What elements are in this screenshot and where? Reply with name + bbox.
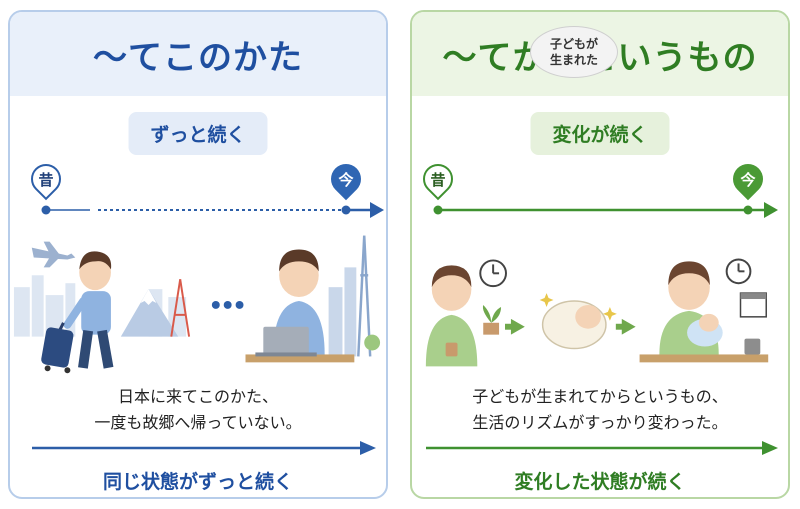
left-bottom-arrow (32, 441, 376, 455)
newborn-baby-figure (541, 300, 607, 350)
left-timeline (41, 202, 384, 218)
calendar-icon (739, 292, 767, 318)
baby-born-bubble: 子どもが 生まれた (530, 26, 618, 78)
right-footer: 変化した状態が続く (514, 471, 686, 493)
right-bottom-arrow (426, 441, 778, 455)
right-panel: 〜てからというもの 変化が続く 昔 今 (410, 10, 790, 499)
traveler-figure (63, 251, 114, 369)
now-pin: 今 (324, 157, 368, 201)
left-sentence-line2: 一度も故郷へ帰っていない。 (94, 413, 302, 432)
left-footer: 同じ状態がずっと続く (102, 471, 293, 493)
right-timeline (433, 202, 778, 218)
past-pin: 昔 (416, 157, 460, 201)
airplane-icon (31, 241, 76, 268)
right-badge: 変化が続く (530, 112, 670, 155)
left-panel-title: 〜てこのかた (10, 12, 386, 96)
now-pin: 今 (726, 157, 770, 201)
woman-before-figure (425, 265, 478, 367)
clock-icon (479, 259, 507, 288)
right-scene-illustration (425, 258, 769, 367)
suitcase-icon (41, 322, 74, 374)
right-example-sentence: 子どもが生まれてからというもの、 生活のリズムがすっかり変わった。 (412, 384, 788, 436)
left-sentence-line1: 日本に来てこのかた、 (117, 387, 278, 406)
past-pin: 昔 (24, 157, 68, 201)
left-panel: 〜てこのかた ずっと続く 昔 今 (8, 10, 388, 499)
clock-icon (725, 258, 752, 285)
left-example-sentence: 日本に来てこのかた、 一度も故郷へ帰っていない。 (10, 384, 386, 436)
left-badge: ずっと続く (128, 112, 268, 155)
mug-icon (744, 338, 761, 355)
right-sentence-line2: 生活のリズムがすっかり変わった。 (472, 413, 728, 432)
right-sentence-line1: 子どもが生まれてからというもの、 (472, 387, 728, 406)
left-scene-illustration (13, 235, 381, 374)
plant-icon (482, 304, 502, 335)
bubble-line1: 子どもが (549, 37, 598, 51)
mother-with-baby-figure (659, 261, 723, 355)
bubble-line2: 生まれた (549, 53, 598, 67)
laptop-icon (255, 326, 317, 357)
sparkle-icon (539, 293, 617, 321)
